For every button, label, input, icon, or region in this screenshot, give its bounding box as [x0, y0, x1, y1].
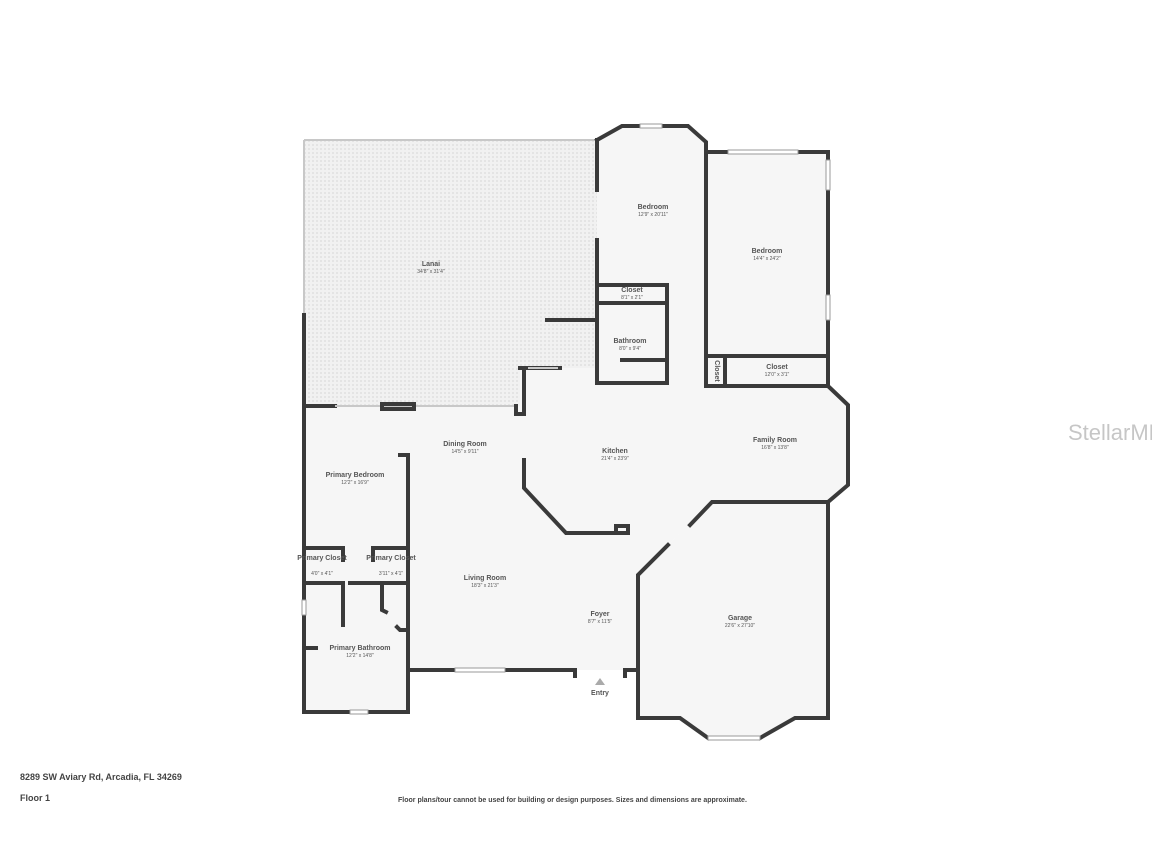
room-name: Living Room	[464, 575, 506, 582]
watermark-logo: StellarMLS	[1068, 420, 1152, 445]
room-name: Lanai	[422, 261, 440, 268]
room-dims: 12'0" x 3'1"	[765, 372, 790, 378]
entry-label: Entry	[591, 690, 609, 697]
address: 8289 SW Aviary Rd, Arcadia, FL 34269	[20, 772, 182, 782]
room-labels: Lanai 34'8" x 31'4" Bedroom 12'9" x 20'1…	[297, 204, 797, 659]
walls	[301, 123, 850, 741]
room-name: Bathroom	[613, 338, 646, 345]
room-name: Garage	[728, 615, 752, 622]
room-dims: 21'4" x 23'9"	[601, 456, 629, 462]
interior-floor	[304, 126, 848, 712]
room-dims: 22'6" x 27'10"	[725, 623, 755, 629]
room-name: Foyer	[590, 611, 609, 618]
room-name: Bedroom	[752, 248, 783, 255]
room-dims: 12'2" x 16'9"	[341, 480, 369, 486]
room-name: Family Room	[753, 437, 797, 444]
room-name: Closet	[766, 364, 788, 371]
room-dims: 8'0" x 9'4"	[619, 346, 641, 352]
entry-arrow-icon	[595, 678, 605, 685]
room-name: Primary Bedroom	[326, 472, 385, 479]
room-name: Closet	[713, 360, 720, 382]
room-dims: 12'9" x 20'11"	[638, 212, 668, 218]
room-dims: 34'8" x 31'4"	[417, 269, 445, 275]
floor-label: Floor 1	[20, 793, 51, 803]
room-dims: 4'0" x 4'1"	[311, 571, 333, 577]
room-name: Dining Room	[443, 441, 487, 448]
room-name: Primary Closet	[297, 555, 347, 562]
room-dims: 8'7" x 11'5"	[588, 619, 612, 625]
room-dims: 8'1" x 2'1"	[621, 295, 643, 301]
room-dims: 3'11" x 4'1"	[379, 571, 403, 577]
room-name: Kitchen	[602, 448, 628, 455]
room-name: Primary Closet	[366, 555, 416, 562]
disclaimer: Floor plans/tour cannot be used for buil…	[398, 797, 747, 804]
room-dims: 16'8" x 13'8"	[761, 445, 789, 451]
room-dims: 18'3" x 21'3"	[471, 583, 499, 589]
room-name: Closet	[621, 287, 643, 294]
lanai-floor	[304, 140, 597, 406]
floor-fill	[304, 126, 848, 738]
garage-floor	[638, 502, 828, 738]
room-dims: 14'4" x 24'2"	[753, 256, 781, 262]
room-dims: 12'2" x 14'8"	[346, 653, 374, 659]
room-name: Bedroom	[638, 204, 669, 211]
room-name: Primary Bathroom	[329, 645, 390, 652]
room-dims: 14'5" x 9'11"	[451, 449, 478, 455]
